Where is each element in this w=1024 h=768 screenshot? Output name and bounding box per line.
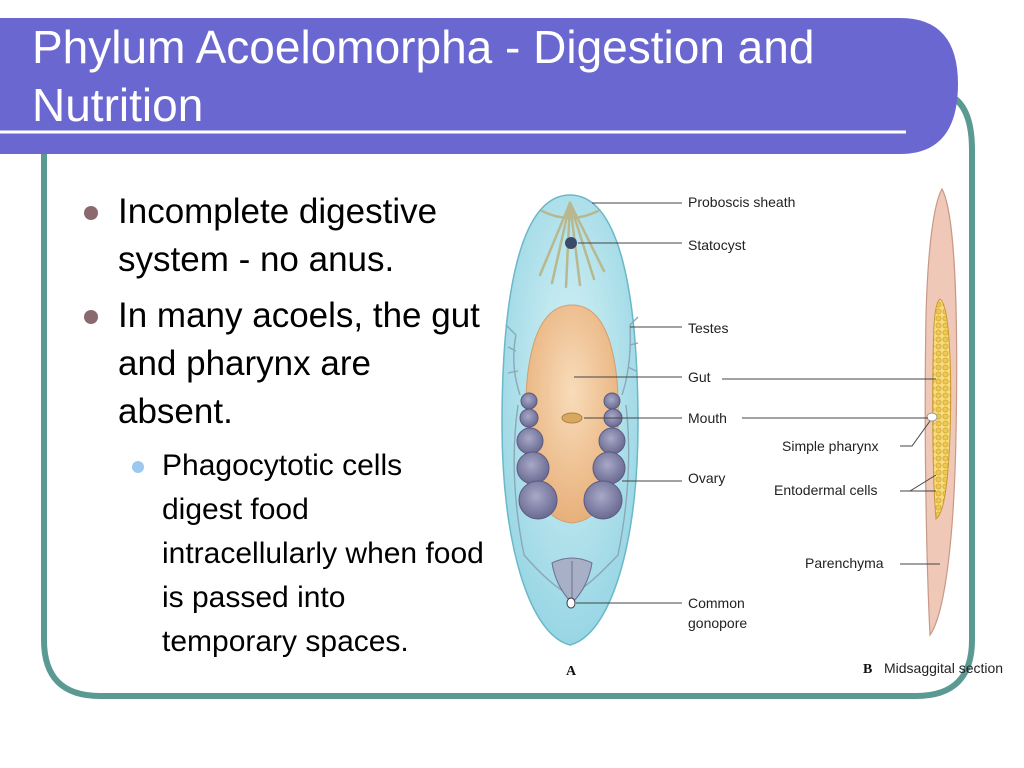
label-parenchyma: Parenchyma [805,555,884,571]
panel-b-caption: Midsaggital section [884,660,1003,676]
acoel-anatomy-figure: Proboscis sheath Statocyst Testes Gut Mo… [501,187,1003,679]
panel-b-letter: B [863,662,872,677]
label-mouth: Mouth [688,410,727,426]
testes [505,316,639,596]
slide-title: Phylum Acoelomorpha - Digestion and Nutr… [32,21,815,131]
leader-lines-a [574,202,682,604]
bullet-list: Incomplete digestive system - no anus. I… [78,188,488,664]
leader-lines-b [722,378,940,565]
mouth [561,412,583,424]
ovary-left [516,392,558,520]
bullet-dot-icon [84,206,98,220]
common-gonopore [566,597,576,609]
label-testes: Testes [688,320,728,336]
label-ovary: Ovary [688,470,725,486]
content-border [41,89,975,699]
label-statocyst: Statocyst [688,237,746,253]
bullet-text: Incomplete digestive system - no anus. [118,192,438,279]
bullet-item: Incomplete digestive system - no anus. [78,188,488,284]
label-simple-pharynx: Simple pharynx [782,438,879,454]
sub-bullet-dot-icon [132,461,144,473]
label-gut: Gut [688,369,711,385]
panel-a-letter: A [566,664,577,679]
entodermal-cells [932,298,952,520]
panel-a-worm [501,194,639,646]
panel-b-section [924,187,958,637]
title-bar [0,0,958,154]
label-entodermal-cells: Entodermal cells [774,482,878,498]
sub-bullet-text: Phagocytotic cells digest food intracell… [162,449,484,658]
sub-bullet-item: Phagocytotic cells digest food intracell… [118,444,488,664]
label-proboscis-sheath: Proboscis sheath [688,194,795,210]
label-common-gonopore-line1: Common [688,595,745,611]
label-common-gonopore-line2: gonopore [688,615,747,631]
simple-pharynx [926,412,938,422]
bullet-item: In many acoels, the gut and pharynx are … [78,292,488,436]
bullet-dot-icon [84,310,98,324]
bullet-text: In many acoels, the gut and pharynx are … [118,296,480,431]
statocyst [565,237,577,249]
